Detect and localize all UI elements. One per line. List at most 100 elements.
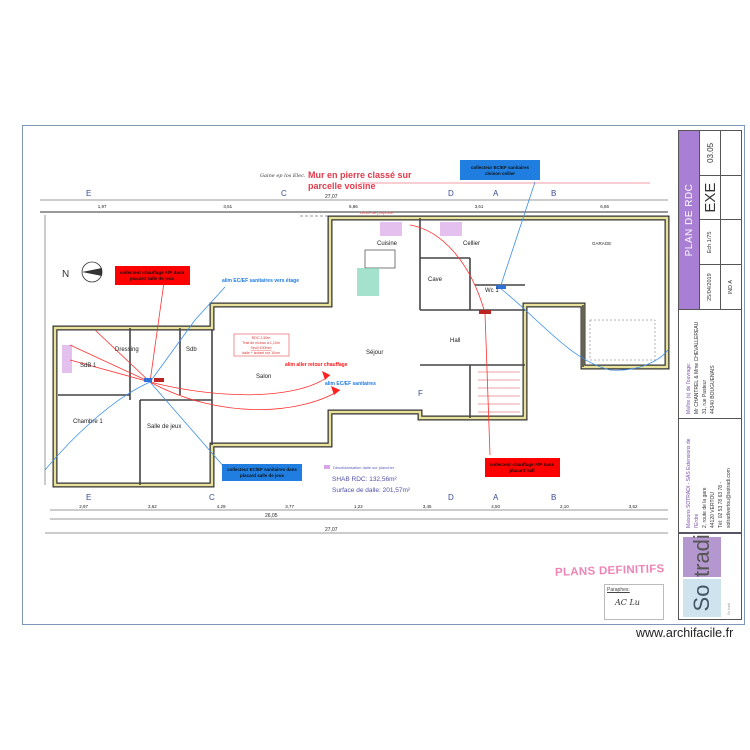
company-info: Maisons SOTRADI - SAS Extensions de l'Er…: [679, 418, 741, 532]
arrow-icon: [331, 386, 340, 395]
dimension-overall-top: 27,07: [325, 194, 338, 200]
grid-mark: A: [493, 189, 499, 198]
sheet-title: PLAN DE RDC: [679, 131, 699, 309]
initials-box: Paraphes: AC Lu: [604, 584, 664, 620]
sheet-phase: EXE: [700, 174, 720, 220]
dimension-label: 3,62: [148, 504, 157, 509]
note-collector-cellier: [460, 160, 540, 180]
heated-zone: [440, 222, 462, 236]
company-street: 2, route de la gare: [702, 487, 708, 528]
note-collector-salle-jeux: [222, 464, 302, 481]
grid-marks: E C D A B F E C D A B: [86, 189, 556, 502]
wall-insulation: [53, 216, 669, 487]
wall-note: Mur en pierre classé sur: [308, 170, 412, 180]
handwritten-note: Gaine ep los Elec.: [260, 173, 306, 179]
heated-zone: [62, 345, 72, 373]
plumbing-manifold: [496, 285, 506, 289]
dimension-label: 4,29: [217, 504, 226, 509]
dimension-label: 1,22: [354, 504, 363, 509]
note-text: cloison cellier: [485, 171, 515, 176]
room-garage: GARAGE: [592, 241, 611, 246]
room-salon: Salon: [256, 374, 271, 380]
owner-street: 31, rue Pasteur: [702, 379, 708, 414]
shab-surface: SHAB RDC: 132,56m²: [332, 476, 397, 483]
grid-mark: C: [209, 493, 215, 502]
note-text: collecteur EC/EF sanitaires: [471, 165, 530, 170]
room-cellier: Cellier: [463, 241, 480, 247]
heated-zone: [380, 222, 402, 236]
note-text: collecteur chauffage A/R dans: [120, 270, 185, 275]
room-hall: Hall: [450, 338, 460, 344]
north-arrow-icon: [81, 261, 103, 283]
exterior-walls: [52, 215, 670, 488]
room-dressing: Dressing: [115, 347, 139, 353]
grid-mark: E: [86, 493, 91, 502]
legend-swatch: [324, 465, 330, 469]
note-text: placard hall: [509, 468, 534, 473]
heating-manifold: [154, 378, 164, 382]
grid-mark: D: [448, 189, 454, 198]
room-sdb1: SdB 1: [80, 363, 97, 369]
watermark: www.archifacile.fr: [636, 626, 734, 640]
room-chambre1: Chambre 1: [73, 419, 103, 425]
room-cuisine: Cuisine: [377, 241, 398, 247]
room-labels: Cuisine Cellier Cave Wc 1 Hall Séjour Sa…: [73, 241, 611, 430]
grid-mark: D: [448, 493, 454, 502]
dimension-label: 3,61: [475, 204, 484, 209]
dimension-label: 2,10: [560, 504, 569, 509]
dimension-label: 4,50: [491, 504, 500, 509]
dimension-label: 6,86: [600, 204, 609, 209]
sheet-number: 03.05: [705, 142, 715, 163]
dimension-label: 2,97: [79, 504, 88, 509]
company-contact: Tél: 02 53 78 63 78 - sotradivertou@sotr…: [718, 468, 732, 528]
grid-mark: F: [418, 389, 423, 398]
owner-info: Maître (s) de l'ouvrage: Mr CHANTREL & M…: [679, 309, 741, 418]
note-heating-hall: [485, 458, 560, 477]
grid-mark: A: [493, 493, 499, 502]
company-city: 44120 VERTOU: [710, 492, 716, 528]
note-heating-salle-jeux: [115, 266, 190, 285]
wall-note: parcelle voisine: [308, 181, 376, 191]
plumbing-manifold: [144, 378, 152, 382]
note-alim-chauffage: alim aller retour chauffage: [285, 362, 348, 368]
room-sdb: Sdb: [186, 347, 197, 353]
room-wc: Wc 1: [485, 288, 499, 294]
sheet-scale: Ech 1/75: [700, 219, 720, 265]
level-note-line: Seuil 100mm: [251, 346, 272, 350]
initials-signature: AC Lu: [615, 598, 640, 607]
note-text: collecteur chauffage A/R dans: [490, 462, 555, 467]
owner-city: 44340 BOUGUENAIS: [710, 365, 716, 414]
room-sejour: Séjour: [366, 350, 383, 356]
dimension-lines: [40, 199, 668, 534]
dimension-label: 3,77: [285, 504, 294, 509]
grid-mark: C: [281, 189, 287, 198]
staircase: [478, 371, 520, 413]
heating-pipes: [69, 224, 491, 456]
legend-desolidarisation: Désolidarisation dalle sur plancher: [333, 465, 395, 470]
limit-label: Limite de propriété: [360, 210, 394, 215]
dimension-sub-bottom: 26,05: [265, 513, 278, 519]
property-boundary: [40, 211, 668, 217]
level-note-line: RDC 2,50m: [252, 336, 271, 340]
compass-label: N: [62, 269, 69, 280]
interior-walls: [58, 218, 584, 485]
logo-text: So tradi: [727, 602, 731, 615]
garage-car-area: [589, 319, 656, 361]
sheet-index: IND A: [721, 264, 741, 309]
dimension-label: 3,45: [423, 504, 432, 509]
initials-label: Paraphes:: [607, 587, 630, 593]
kitchen-sink: [364, 249, 396, 269]
level-note-line: dalle + isolant sur 10cm: [242, 351, 280, 355]
note-alim-etage: alim EC/EF sanitaires vers étage: [222, 278, 299, 284]
dimension-overall-bottom: 27,07: [325, 527, 338, 533]
heating-manifold: [479, 310, 491, 314]
note-text: placard salle de jeux: [240, 473, 285, 478]
grid-mark: E: [86, 189, 91, 198]
note-text: placard salle de jeux: [130, 276, 175, 281]
dimension-label: 1,97: [98, 204, 107, 209]
grid-mark: B: [551, 189, 556, 198]
level-note-box: [233, 333, 290, 357]
plumbing-pipes: [44, 181, 669, 471]
